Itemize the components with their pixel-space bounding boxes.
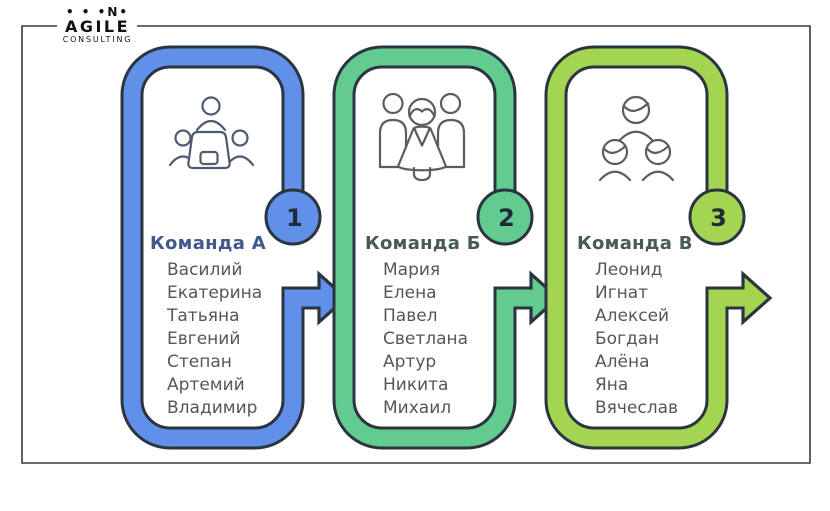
team-a-title: Команда А: [150, 233, 266, 254]
member-name: Михаил: [383, 398, 452, 418]
team-b-title: Команда Б: [365, 233, 481, 254]
member-name: Павел: [383, 306, 438, 326]
member-name: Никита: [383, 375, 449, 395]
member-name: Леонид: [595, 260, 663, 280]
step-number-3: 3: [710, 204, 727, 232]
team-b-member-list: Мария Елена Павел Светлана Артур Никита …: [383, 259, 533, 420]
member-name: Яна: [595, 375, 629, 395]
logo-subtitle: CONSULTING: [62, 35, 133, 45]
team-c-band: [547, 48, 745, 447]
meeting-table-icon: [168, 96, 255, 170]
team-a-step-badge: [264, 188, 322, 246]
member-name: Елена: [383, 283, 437, 303]
member-name: Игнат: [595, 283, 649, 303]
member-name: Светлана: [383, 329, 469, 349]
member-name: Евгений: [167, 329, 241, 349]
member-name: Артур: [383, 352, 437, 372]
member-name: Алёна: [595, 352, 650, 372]
team-c-title: Команда В: [577, 233, 693, 254]
member-name: Вячеслав: [595, 398, 679, 418]
member-name: Владимир: [167, 398, 258, 418]
team-a-member-list: Василий Екатерина Татьяна Евгений Степан…: [167, 259, 317, 420]
logo-title: AGILE: [64, 16, 131, 36]
member-name: Богдан: [595, 329, 660, 349]
team-b-step-badge: [476, 188, 534, 246]
team-c-step-badge: [688, 188, 746, 246]
member-name: Степан: [167, 352, 232, 372]
team-a-band: [123, 48, 321, 447]
team-c-member-list: Леонид Игнат Алексей Богдан Алёна Яна Вя…: [595, 259, 745, 420]
member-name: Алексей: [595, 306, 670, 326]
team-c-arrow-right-icon: [741, 270, 773, 326]
page-frame: [21, 25, 811, 464]
logo-dots: • • •N•: [65, 5, 130, 19]
step-number-2: 2: [498, 204, 515, 232]
heads-pyramid-icon: [598, 95, 675, 182]
member-name: Мария: [383, 260, 441, 280]
team-b-band: [335, 48, 533, 447]
member-name: Екатерина: [167, 283, 263, 303]
step-number-1: 1: [286, 204, 303, 232]
people-group-icon: [378, 92, 466, 182]
member-name: Артемий: [167, 375, 245, 395]
agile-consulting-logo: • • •N• AGILE CONSULTING: [50, 6, 145, 45]
member-name: Татьяна: [167, 306, 240, 326]
member-name: Василий: [167, 260, 243, 280]
